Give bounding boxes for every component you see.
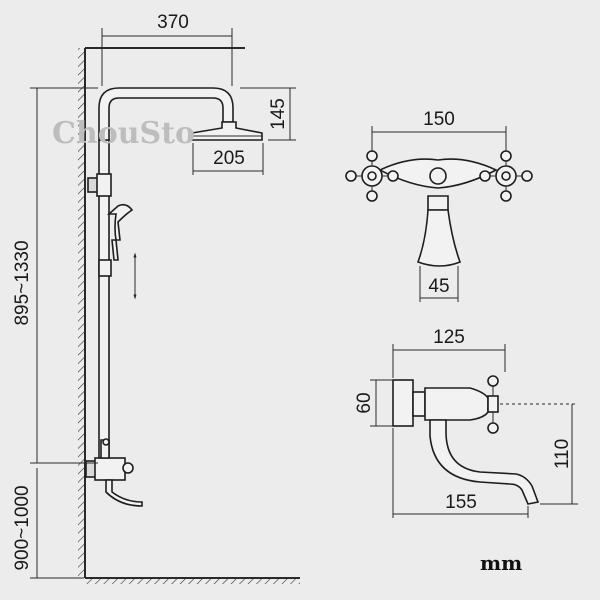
dim-mixer-width-label: 150 <box>423 109 455 130</box>
bridge-mixer-front-view <box>345 150 533 267</box>
column-mixer-valve <box>85 438 143 507</box>
left-cross-handle <box>345 150 399 202</box>
dim-mixer-outlet-label: 45 <box>428 276 449 297</box>
right-cross-handle <box>479 150 533 202</box>
dim-top-width: 370 <box>101 12 233 86</box>
dim-head-diameter: 205 <box>192 143 264 175</box>
dim-tub-spout-drop: 110 <box>500 403 578 505</box>
dim-height-range: 895~1330 <box>12 87 98 464</box>
dim-tub-spout-drop-label: 110 <box>552 439 573 469</box>
dim-tub-spout-reach: 155 <box>392 428 529 518</box>
unit-label: mm <box>480 551 522 575</box>
watermark-logo: ChouSto <box>52 116 195 151</box>
dim-mixer-width: 150 <box>371 109 507 152</box>
dim-tub-mixer-depth: 60 <box>354 379 393 427</box>
dim-head-drop: 145 <box>240 87 296 141</box>
dim-spout-height-range: 900~1000 <box>12 468 84 579</box>
dim-head-drop-label: 145 <box>268 98 289 130</box>
dim-mixer-outlet: 45 <box>419 266 459 302</box>
wall <box>78 47 245 578</box>
rain-shower-head <box>191 121 263 141</box>
dim-head-diameter-label: 205 <box>213 148 245 169</box>
dim-top-width-label: 370 <box>157 12 189 33</box>
dim-spout-height-range-label: 900~1000 <box>12 485 33 570</box>
dim-tub-mixer-depth-label: 60 <box>354 392 375 413</box>
floor <box>85 577 300 584</box>
dim-tub-spout-reach-label: 155 <box>445 492 477 513</box>
dim-tub-mixer-width: 125 <box>392 327 506 378</box>
tub-mixer-side-view <box>392 375 540 505</box>
hand-shower <box>106 203 134 261</box>
dim-tub-mixer-width-label: 125 <box>433 327 465 348</box>
dim-height-range-label: 895~1330 <box>12 240 33 325</box>
